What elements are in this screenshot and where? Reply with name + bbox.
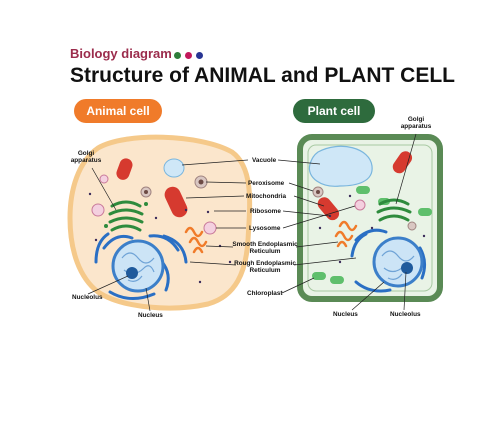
label-rough-er-line2: Reticulum (249, 267, 281, 274)
plant-rough-er (350, 228, 427, 293)
diagram-kicker: Biology diagram (70, 46, 172, 61)
animal-nucleus (111, 239, 165, 293)
plant-nucleolus (401, 262, 413, 274)
animal-rough-er (94, 232, 188, 300)
animal-nucleolus (126, 267, 138, 279)
plant-nucleus (372, 236, 424, 288)
label-rough-er-line1: Rough Endoplasmic (234, 260, 296, 267)
page-title: Structure of ANIMAL and PLANT CELL (70, 64, 455, 87)
plant-golgi-apparatus (376, 198, 412, 222)
label-animal-golgi-line2: apparatus (70, 157, 102, 164)
plant-peroxisome (312, 186, 417, 231)
label-plant-golgi: Golgi apparatus (396, 116, 436, 130)
label-smooth-er-line2: Reticulum (249, 248, 281, 255)
plant-lysosome (354, 199, 366, 211)
label-animal-nucleus: Nucleus (138, 312, 163, 319)
label-animal-golgi-line1: Golgi (77, 150, 95, 157)
animal-mitochondria (116, 158, 188, 218)
label-animal-nucleolus: Nucleolus (72, 294, 103, 301)
animal-golgi-apparatus (104, 200, 148, 232)
animal-ribosomes (88, 192, 232, 284)
label-mitochondria: Mitochondria (246, 193, 287, 200)
animal-vacuole (163, 158, 185, 178)
label-plant-golgi-line1: Golgi (407, 116, 425, 123)
label-peroxisome: Peroxisome (248, 180, 285, 187)
label-lysosome: Lysosome (249, 225, 281, 232)
animal-cell-title: Animal cell (74, 99, 162, 123)
label-plant-golgi-line2: apparatus (400, 123, 432, 130)
plant-chloroplasts (312, 186, 432, 284)
red-dot-icon (185, 52, 192, 59)
label-ribosome: Ribosome (250, 208, 281, 215)
label-animal-golgi: Golgi apparatus (66, 150, 106, 164)
label-rough-er: Rough Endoplasmic Reticulum (234, 260, 296, 274)
animal-cell (67, 134, 253, 311)
green-dot-icon (174, 52, 181, 59)
plant-mitochondria (317, 151, 413, 221)
decorative-dots (174, 52, 203, 59)
plant-smooth-er (334, 220, 358, 248)
animal-smooth-er (184, 226, 208, 254)
blue-dot-icon (196, 52, 203, 59)
label-smooth-er: Smooth Endoplasmic Reticulum (232, 241, 298, 255)
leader-lines (87, 133, 417, 312)
label-vacuole: Vacuole (252, 157, 277, 164)
plant-vacuole (308, 145, 373, 187)
plant-cell (297, 134, 443, 302)
plant-cell-title: Plant cell (293, 99, 375, 123)
label-plant-nucleolus: Nucleolus (390, 311, 421, 318)
label-plant-nucleus: Nucleus (333, 311, 358, 318)
label-smooth-er-line1: Smooth Endoplasmic (232, 241, 298, 248)
label-chloroplast: Chloroplast (247, 290, 283, 297)
